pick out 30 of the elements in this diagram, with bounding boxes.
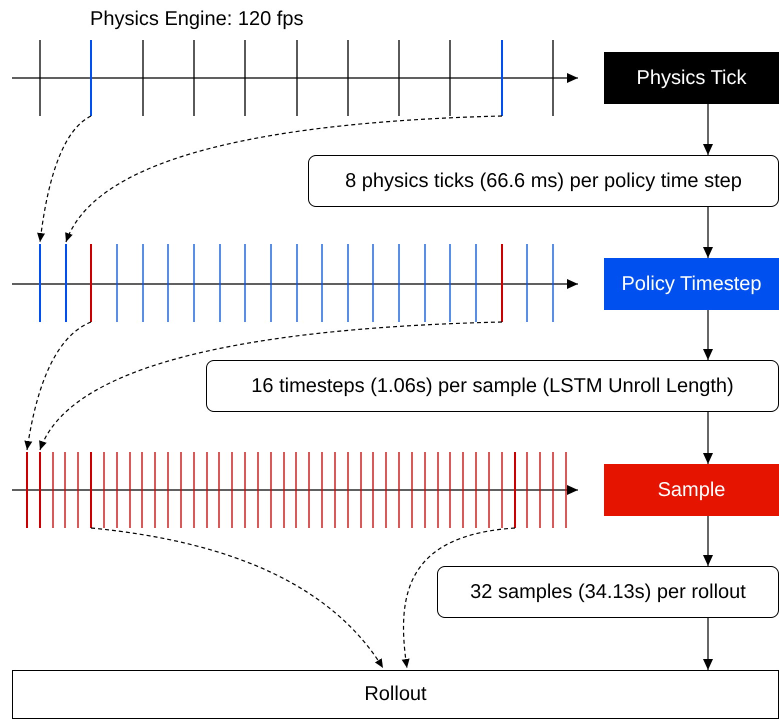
tick-mark bbox=[26, 452, 28, 528]
arrow bbox=[65, 115, 502, 242]
process-box: Sample bbox=[604, 464, 779, 516]
arrow bbox=[703, 104, 713, 155]
note-box: 16 timesteps (1.06s) per sample (LSTM Unroll Length) bbox=[206, 360, 779, 412]
tick-mark bbox=[90, 40, 92, 116]
timeline-title: Physics Engine: 120 fps bbox=[90, 8, 304, 31]
arrow bbox=[703, 412, 713, 464]
arrow bbox=[37, 115, 92, 242]
process-box: Policy Timestep bbox=[604, 258, 779, 310]
tick-mark bbox=[514, 452, 516, 528]
arrow bbox=[24, 321, 92, 450]
tick-mark bbox=[90, 452, 92, 528]
process-box: Rollout bbox=[12, 670, 779, 719]
arrow bbox=[90, 527, 384, 668]
arrow bbox=[39, 321, 502, 450]
tick-mark bbox=[501, 40, 503, 116]
tick-mark bbox=[39, 244, 41, 322]
tick-mark bbox=[39, 452, 41, 528]
process-box: Physics Tick bbox=[604, 52, 779, 104]
arrow bbox=[703, 207, 713, 258]
arrow bbox=[703, 310, 713, 360]
tick-mark bbox=[65, 244, 67, 322]
arrow bbox=[402, 527, 516, 668]
arrow bbox=[703, 516, 713, 566]
arrow bbox=[703, 618, 713, 670]
tick-mark bbox=[90, 244, 92, 322]
tick-mark bbox=[501, 244, 503, 322]
note-box: 32 samples (34.13s) per rollout bbox=[437, 566, 779, 618]
note-box: 8 physics ticks (66.6 ms) per policy time step bbox=[308, 155, 779, 207]
